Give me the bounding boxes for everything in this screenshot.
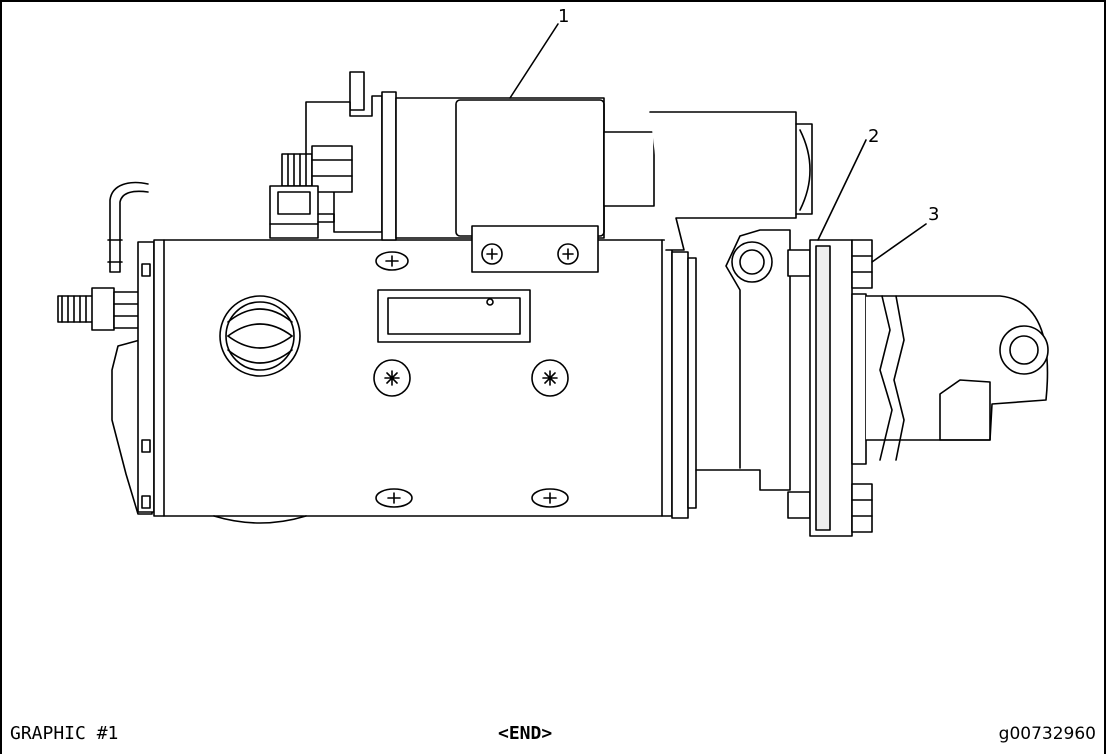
cable-wire <box>109 181 149 273</box>
callout-3: 3 <box>928 204 939 225</box>
mounting-bolts <box>851 239 873 533</box>
figure-id: g00732960 <box>998 724 1096 744</box>
rear-end-cap <box>111 241 155 515</box>
solenoid-body <box>381 91 813 273</box>
callout-2: 2 <box>868 126 879 147</box>
cover-plug <box>219 295 301 377</box>
mounting-flange <box>809 239 853 537</box>
housing-screws <box>373 251 569 508</box>
nameplate <box>377 289 531 343</box>
leader-line-2 <box>817 139 867 241</box>
end-marker: <END> <box>498 723 553 744</box>
leader-line-3 <box>871 223 927 263</box>
pinion-housing <box>851 293 1049 465</box>
leader-line-1 <box>509 23 559 99</box>
solenoid-terminal <box>269 71 383 239</box>
callout-1: 1 <box>558 6 569 27</box>
drive-housing <box>671 229 811 519</box>
terminal-stud <box>57 287 141 331</box>
motor-housing <box>153 239 673 524</box>
graphic-label: GRAPHIC #1 <box>10 723 119 744</box>
